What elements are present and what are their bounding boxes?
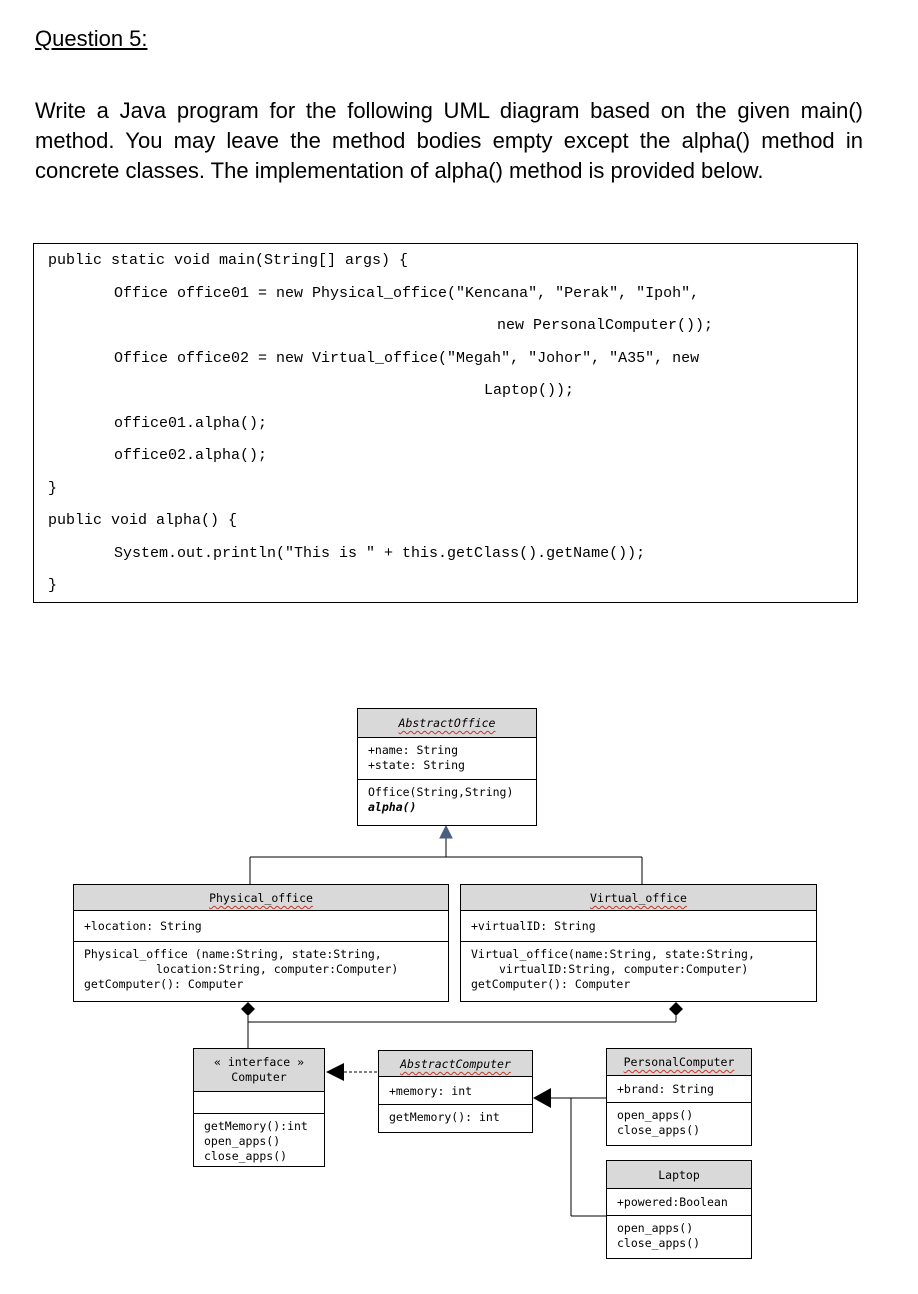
method: open_apps() [617,1221,694,1235]
composition-diamond [241,1002,255,1016]
method: open_apps() [617,1108,694,1122]
question-title: Question 5: [35,26,148,51]
uml-class-virtual-office: Virtual_office +virtualID: String Virtua… [460,884,817,1002]
code-line: public void alpha() { [48,512,238,529]
method: location:String, computer:Computer) [156,962,399,976]
generalization-arrowhead [439,824,453,839]
code-line: Office office02 = new Virtual_office("Me… [114,350,700,367]
class-name: Virtual_office [590,891,687,905]
code-listing: public static void main(String[] args) {… [33,243,858,603]
method: virtualID:String, computer:Computer) [499,962,749,976]
method: getComputer(): Computer [471,977,631,991]
code-line: } [48,577,58,594]
class-name: Laptop [658,1168,700,1182]
code-line: System.out.println("This is " + this.get… [114,545,646,562]
attribute: +state: String [368,758,465,772]
code-line: public static void main(String[] args) { [48,252,409,269]
uml-class-abstract-office: AbstractOffice +name: String+state: Stri… [357,708,537,826]
code-line: office01.alpha(); [114,415,268,432]
uml-class-abstract-computer: AbstractComputer +memory: int getMemory(… [378,1050,533,1133]
composition-diamond [669,1002,683,1016]
instructions-paragraph: Write a Java program for the following U… [35,98,863,183]
attribute: +memory: int [389,1084,473,1098]
method: Office(String,String) [368,785,514,799]
code-line: Laptop()); [484,382,575,399]
class-name: Computer [231,1070,287,1084]
method: close_apps() [204,1149,288,1163]
code-line: new PersonalComputer()); [497,317,714,334]
generalization-arrowhead [533,1088,551,1108]
method: close_apps() [617,1236,701,1250]
attribute: +powered:Boolean [617,1195,728,1209]
code-line: Office office01 = new Physical_office("K… [114,285,700,302]
method: close_apps() [617,1123,701,1137]
code-line: office02.alpha(); [114,447,268,464]
method: getMemory():int [204,1119,308,1133]
attribute: +brand: String [617,1082,714,1096]
interface-stereotype: « interface » [213,1055,304,1069]
method: alpha() [368,800,417,814]
uml-class-physical-office: Physical_office +location: String Physic… [73,884,449,1002]
method: Physical_office (name:String, state:Stri… [84,947,382,961]
realization-arrowhead [326,1063,344,1081]
uml-class-personal-computer: PersonalComputer +brand: String open_app… [606,1048,752,1146]
class-name: AbstractComputer [400,1057,511,1071]
method: Virtual_office(name:String, state:String… [471,947,755,961]
code-line: } [48,480,58,497]
method: open_apps() [204,1134,281,1148]
method: getComputer(): Computer [84,977,244,991]
attribute: +virtualID: String [471,919,596,933]
attribute: +name: String [368,743,459,757]
class-name: AbstractOffice [398,716,496,730]
method: getMemory(): int [389,1110,500,1124]
uml-class-laptop: Laptop +powered:Boolean open_apps()close… [606,1160,752,1259]
class-name: PersonalComputer [623,1055,735,1069]
attribute: +location: String [84,919,202,933]
class-name: Physical_office [209,891,313,905]
